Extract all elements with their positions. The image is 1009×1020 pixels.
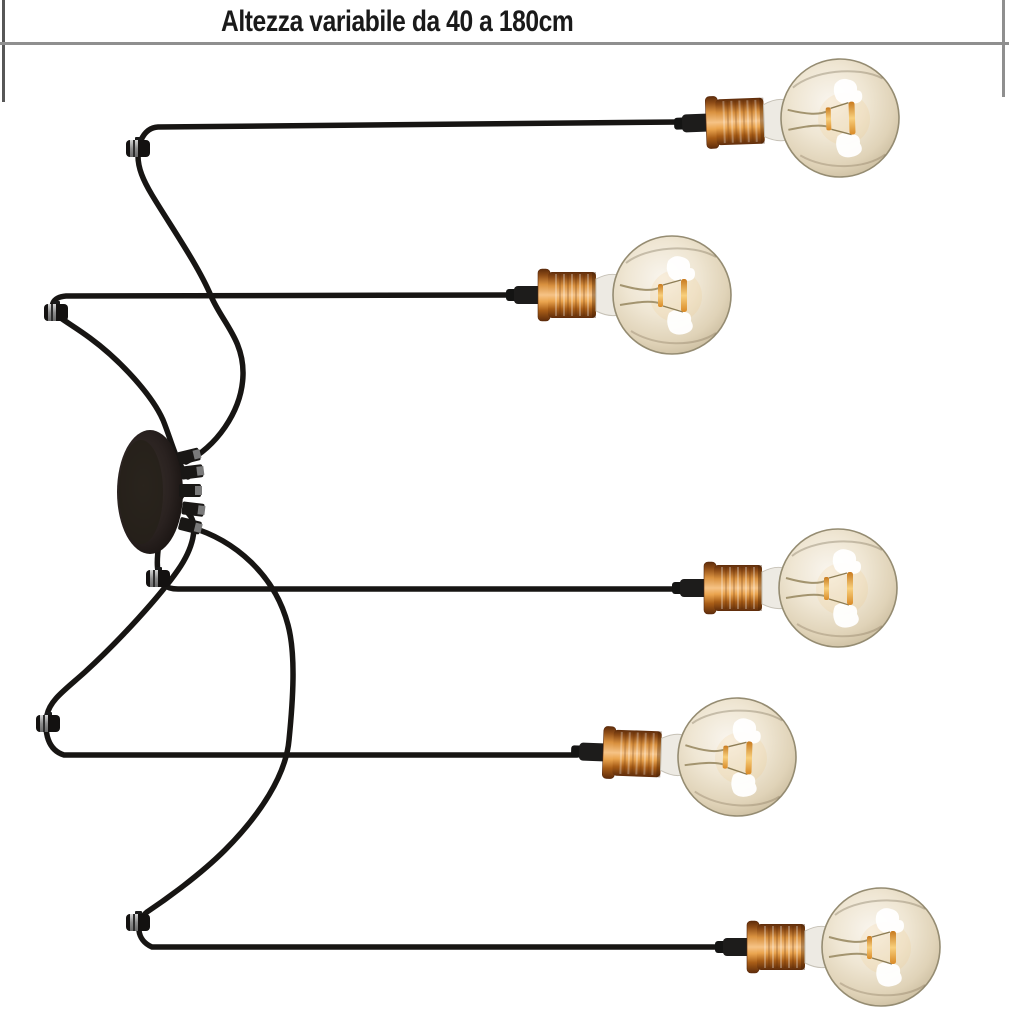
frame-border-left (2, 0, 5, 102)
frame-border-right (1002, 0, 1005, 97)
cable-bulb-2 (49, 292, 515, 480)
cable-bulb-5 (136, 524, 724, 950)
rose-cable-gland (176, 447, 206, 535)
pendant-bulb-3 (671, 528, 898, 648)
wall-hook-3 (146, 567, 170, 587)
wall-hook-1 (126, 137, 150, 157)
ceiling-rose (117, 430, 206, 554)
pendant-bulb-1 (671, 55, 903, 184)
wall-hook-4 (36, 712, 60, 732)
pendant-bulb-4 (568, 691, 800, 820)
height-annotation: Altezza variabile da 40 a 180cm (221, 5, 574, 38)
pendant-bulb-2 (505, 235, 732, 355)
cable-bulb-3 (154, 491, 681, 592)
cable-bulb-4 (43, 510, 580, 758)
pendant-bulb-5 (714, 887, 941, 1007)
wall-hook-2 (44, 301, 68, 321)
header-rule (0, 42, 1009, 45)
